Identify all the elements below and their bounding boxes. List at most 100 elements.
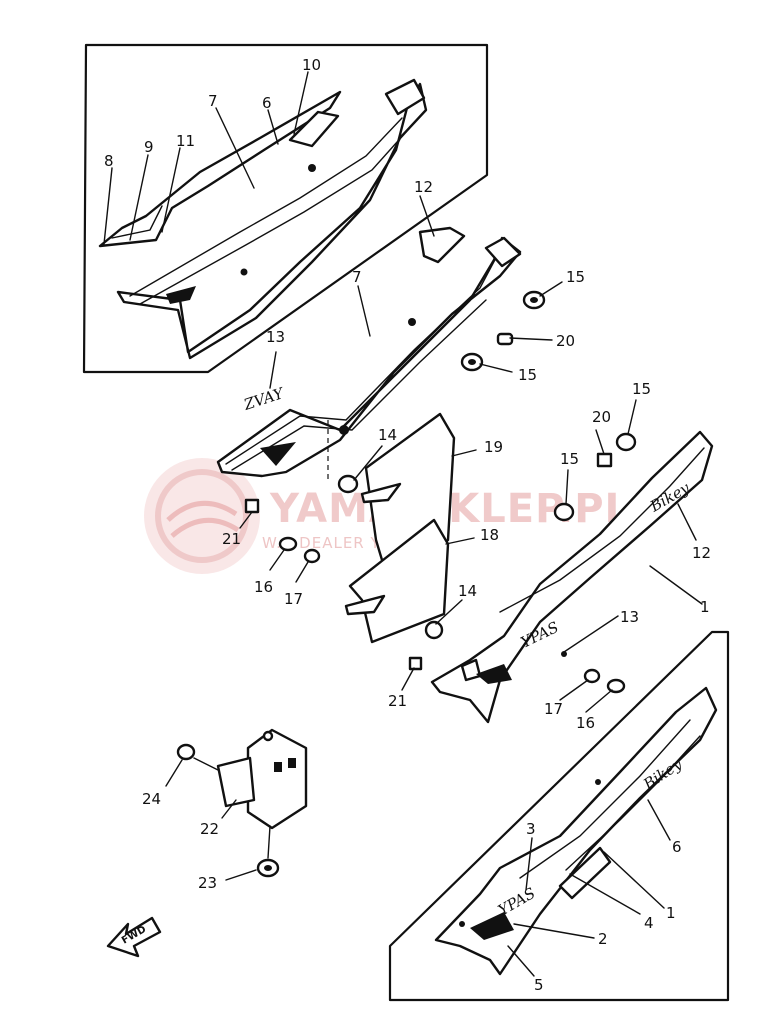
leader-23 — [225, 869, 257, 881]
callout-6a: 6 — [262, 94, 272, 112]
middle-rail-clip — [408, 318, 416, 326]
leader-2 — [513, 923, 595, 939]
grommet-23-hole — [264, 865, 272, 871]
leader-13b — [563, 615, 619, 653]
callout-17a: 17 — [284, 590, 303, 608]
clip-13b — [561, 651, 567, 657]
middle-rail-body — [216, 236, 522, 478]
clip-20b — [596, 452, 613, 468]
leader-17a — [295, 561, 309, 583]
leader-14b — [435, 599, 463, 625]
callout-21a: 21 — [222, 530, 241, 548]
clip-20a — [496, 332, 514, 346]
main-side-cover: Bikey YPAS 20 15 15 12 1 13 14 21 17 16 — [388, 380, 714, 732]
lower-clip — [595, 779, 601, 785]
callout-8: 8 — [104, 152, 114, 170]
lock-assembly: 24 22 23 — [142, 728, 308, 892]
leader-18 — [445, 537, 475, 545]
grommet-15b-hole — [468, 359, 476, 365]
side-cover-grommet — [476, 664, 512, 684]
leader-15c — [565, 469, 569, 505]
callout-23: 23 — [198, 874, 217, 892]
leader-20a — [509, 337, 553, 341]
grommet-23-stem — [267, 825, 271, 859]
upper-emblem-detail — [111, 205, 163, 239]
lock-slot-a — [274, 762, 282, 772]
callout-13b: 13 — [620, 608, 639, 626]
callout-16a: 16 — [254, 578, 273, 596]
callout-19: 19 — [484, 438, 503, 456]
callout-1a: 1 — [700, 598, 710, 616]
leader-19 — [451, 449, 477, 457]
leader-15b — [479, 363, 513, 373]
callout-24: 24 — [142, 790, 161, 808]
leader-10 — [293, 71, 309, 135]
lower-screw — [459, 921, 465, 927]
decal-12a — [418, 226, 466, 264]
callout-3: 3 — [526, 820, 536, 838]
callout-22: 22 — [200, 820, 219, 838]
leader-16b — [585, 689, 613, 713]
watermark-logo-ring — [155, 469, 249, 563]
leader-7a — [215, 107, 255, 189]
upper-grommet — [166, 286, 196, 304]
callout-6b: 6 — [672, 838, 682, 856]
callout-10: 10 — [302, 56, 321, 74]
lower-grommet — [470, 912, 514, 940]
leader-6b — [647, 799, 671, 841]
callout-4: 4 — [644, 914, 654, 932]
callout-17b: 17 — [544, 700, 563, 718]
leader-15d — [627, 399, 637, 435]
upper-rail-end — [384, 78, 426, 116]
plate-19-tab — [360, 482, 402, 504]
screw-16b — [606, 678, 626, 694]
lock-slot-b — [288, 758, 296, 768]
middle-rail-notch — [260, 442, 296, 466]
callout-13a: 13 — [266, 328, 285, 346]
washer-17b — [583, 668, 601, 684]
callout-18: 18 — [480, 526, 499, 544]
lower-inset-frame — [388, 630, 730, 1002]
callout-1b: 1 — [666, 904, 676, 922]
leader-8 — [103, 167, 113, 245]
leader-4 — [569, 873, 641, 915]
middle-rail-line-b — [231, 299, 487, 471]
upper-screw — [308, 164, 316, 172]
leader-13a — [269, 351, 277, 389]
callout-15c: 15 — [560, 450, 579, 468]
leader-22 — [221, 799, 237, 819]
callout-15b: 15 — [518, 366, 537, 384]
leader-14a — [353, 445, 383, 481]
callout-20a: 20 — [556, 332, 575, 350]
leader-3 — [525, 837, 533, 891]
callout-20b: 20 — [592, 408, 611, 426]
upper-clip — [240, 268, 248, 276]
leader-1a — [649, 565, 703, 605]
leader-9 — [129, 154, 149, 241]
decal-13a: ZVAY — [241, 384, 288, 415]
upper-rail-line-a — [129, 117, 403, 297]
middle-rail-end — [484, 236, 522, 268]
middle-rail: ZVAY 12 7 15 20 15 13 14 — [216, 178, 585, 494]
washer-17a — [303, 548, 321, 564]
callout-16b: 16 — [576, 714, 595, 732]
upper-badge — [288, 110, 340, 148]
upper-inset: 10 7 6 8 9 11 — [82, 43, 489, 374]
leader-7b — [357, 285, 371, 337]
leader-24 — [165, 759, 183, 787]
upper-emblem-plate — [98, 90, 342, 248]
screw-24-shaft — [193, 757, 219, 771]
lock-bracket — [216, 756, 256, 808]
callout-12a: 12 — [414, 178, 433, 196]
callout-5: 5 — [534, 976, 544, 994]
leader-1b — [603, 851, 665, 909]
leader-21a — [239, 511, 253, 529]
callout-2: 2 — [598, 930, 608, 948]
leader-5 — [507, 945, 535, 977]
side-plates: 19 18 21 16 17 — [222, 412, 503, 644]
grommet-14b — [424, 620, 444, 640]
lower-cover-line-b — [565, 735, 701, 871]
leader-16a — [269, 549, 285, 571]
